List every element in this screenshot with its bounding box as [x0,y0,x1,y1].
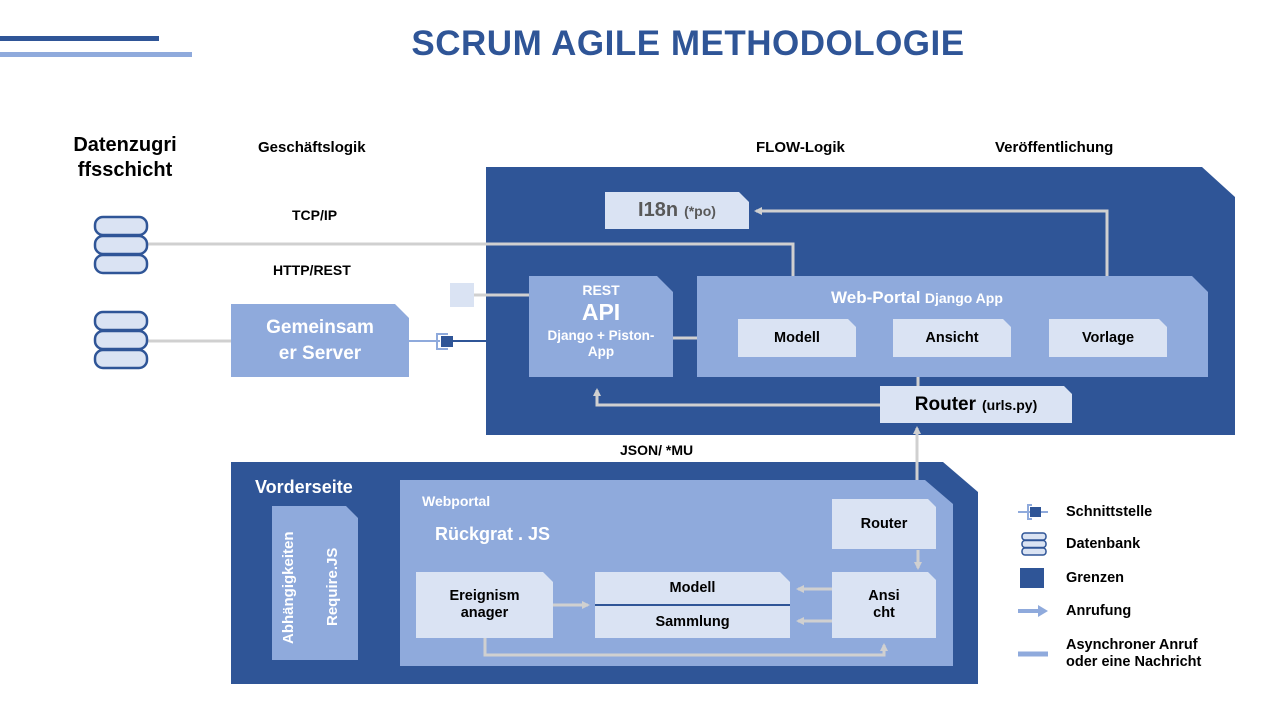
backend-view-label: Ansicht [925,330,979,346]
interface-square [450,283,474,307]
legend-label-call: Anrufung [1066,603,1132,619]
legend-label-async-1: Asynchroner Anruf [1066,637,1198,653]
legend-label-database: Datenbank [1066,536,1141,552]
requirejs-label: Require.JS [324,547,341,626]
frontend-title: Vorderseite [255,477,353,497]
model-collection-box[interactable]: Modell Sammlung [595,572,790,638]
rest-api-sub-2: App [587,344,615,359]
rest-api-sub-1: Django + Piston- [547,328,655,343]
async-line-icon [1018,651,1048,657]
event-manager-label-2: anager [460,605,509,621]
legend-label-boundary: Grenzen [1066,570,1125,586]
legend: Schnittstelle Datenbank Grenzen Anrufung… [1018,500,1258,680]
legend-item-interface: Schnittstelle [1018,502,1152,522]
shared-server-label-2: er Server [278,342,362,364]
legend-item-database: Datenbank [1018,532,1140,556]
legend-item-call: Anrufung [1018,601,1131,621]
layer-data-access: Datenzugri ffsschicht [73,134,177,181]
database-icon [93,310,149,370]
web-portal-title: Web-Portal [831,288,921,307]
i18n-label: I18n [638,199,679,221]
interface-icon [1018,504,1048,520]
dependencies-box[interactable] [272,506,358,660]
layer-publication: Veröffentlichung [995,139,1114,156]
backend-model-box[interactable]: Modell [738,319,856,357]
backend-template-box[interactable]: Vorlage [1049,319,1167,357]
backend-router-box[interactable]: Router (urls.py) [880,386,1072,423]
interface-bracket [436,333,448,350]
page-title: SCRUM AGILE METHODOLOGIE [411,24,965,63]
title-decoration-dark [0,36,159,41]
frontend-webportal-title: Webportal [422,493,491,509]
backend-router-label: Router [914,393,976,415]
rest-api-main: API [581,299,621,325]
frontend-view-box[interactable]: Ansi cht [832,572,936,638]
backend-model-label: Modell [774,330,820,346]
legend-label-interface: Schnittstelle [1066,504,1153,520]
call-arrow-icon [1018,605,1048,617]
frontend-model-label: Modell [669,580,716,596]
protocol-json: JSON/ *MU [620,442,694,458]
shared-server-box[interactable]: Gemeinsam er Server [231,304,409,377]
backend-view-box[interactable]: Ansicht [893,319,1011,357]
database-icon [93,215,149,275]
web-portal-subtitle: Django App [924,290,1003,306]
rest-api-box[interactable]: REST API Django + Piston- App [529,276,673,377]
frontend-view-label-2: cht [873,605,895,621]
protocol-http: HTTP/REST [273,262,351,278]
boundary-icon [1020,568,1044,588]
frontend-collection-label: Sammlung [655,614,730,630]
legend-item-async: Asynchroner Anruf oder eine Nachricht [1018,636,1201,672]
legend-label-async-2: oder eine Nachricht [1066,654,1202,670]
dependencies-label: Abhängigkeiten [280,531,297,644]
event-manager-label-1: Ereignism [449,588,520,604]
layer-business-logic: Geschäftslogik [258,139,366,156]
title-decoration-light [0,52,192,57]
backend-template-label: Vorlage [1081,330,1135,346]
layer-flow-logic: FLOW-Logik [756,139,845,156]
frontend-router-box[interactable]: Router [832,499,936,549]
backend-router-sub: (urls.py) [982,396,1038,413]
interface-icon [441,336,453,347]
frontend-framework-label: Rückgrat . JS [435,524,551,544]
legend-item-boundary: Grenzen [1018,567,1124,589]
event-manager-box[interactable]: Ereignism anager [416,572,553,638]
database-icon [1021,532,1047,556]
rest-api-top: REST [582,282,620,298]
frontend-router-label: Router [860,516,908,532]
shared-server-label-1: Gemeinsam [266,316,374,338]
i18n-sub: (*po) [684,202,716,219]
frontend-view-label-1: Ansi [868,588,900,604]
model-collection-divider [595,604,790,606]
protocol-tcp: TCP/IP [292,207,338,223]
i18n-box[interactable]: I18n (*po) [605,192,749,229]
